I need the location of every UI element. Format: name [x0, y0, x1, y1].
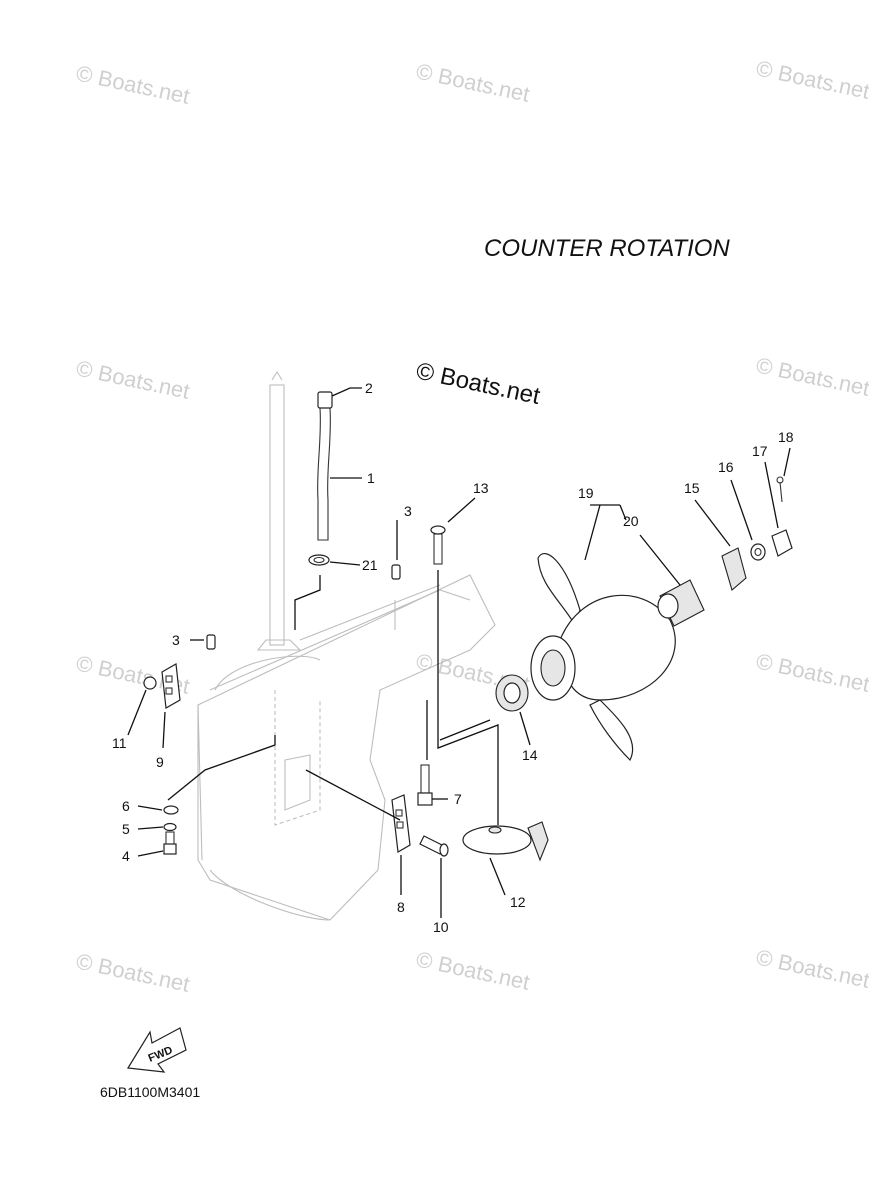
watermark: © Boats.net [74, 60, 192, 108]
callout-10: 10 [433, 919, 449, 935]
watermark: © Boats.net [74, 355, 192, 403]
callout-18: 18 [778, 429, 794, 445]
watermark: © Boats.net [754, 55, 869, 103]
callout-19: 19 [578, 485, 594, 501]
dowel-pin [206, 634, 216, 650]
callout-7: 7 [454, 791, 462, 807]
callout-14: 14 [522, 747, 538, 763]
watermark: © Boats.net [74, 948, 192, 996]
callout-1: 1 [367, 470, 375, 486]
leader-lines [127, 387, 791, 918]
fwd-arrow: FWD [126, 1027, 187, 1073]
spacer-14 [495, 674, 529, 712]
callout-3-left: 3 [172, 632, 180, 648]
watermarks: © Boats.net © Boats.net © Boats.net © Bo… [74, 55, 869, 996]
callout-3: 3 [404, 503, 412, 519]
callout-9: 9 [156, 754, 164, 770]
bolt-assembly-left [163, 805, 179, 855]
diagram-code: 6DB1100M3401 [100, 1084, 200, 1100]
callout-12: 12 [510, 894, 526, 910]
callout-16: 16 [718, 459, 734, 475]
callout-2: 2 [365, 380, 373, 396]
callout-20: 20 [623, 513, 639, 529]
watermark: © Boats.net [754, 648, 869, 696]
callout-15: 15 [684, 480, 700, 496]
drive-shaft [256, 370, 302, 651]
watermark: © Boats.net [754, 352, 869, 400]
plate-left [143, 663, 181, 709]
callouts: 1 2 3 3 4 5 6 7 8 9 10 11 12 13 14 15 16… [112, 380, 794, 935]
callout-21: 21 [362, 557, 378, 573]
plate-8 [391, 794, 411, 853]
watermark: © Boats.net [414, 58, 532, 106]
water-tube [308, 391, 333, 566]
propeller-19 [530, 553, 676, 762]
bolt-10 [419, 835, 449, 857]
dowel-pin [391, 564, 401, 580]
lower-unit-housing [197, 574, 496, 921]
prop-hardware [657, 476, 793, 627]
anode-12 [462, 821, 549, 862]
diagram-title: COUNTER ROTATION [484, 235, 730, 262]
bolt-13 [430, 525, 446, 565]
callout-13: 13 [473, 480, 489, 496]
callout-8: 8 [397, 899, 405, 915]
callout-5: 5 [122, 821, 130, 837]
bolt-7 [417, 764, 433, 806]
callout-4: 4 [122, 848, 130, 864]
callout-17: 17 [752, 443, 768, 459]
watermark: © Boats.net [414, 946, 532, 994]
callout-6: 6 [122, 798, 130, 814]
watermark: © Boats.net [754, 944, 869, 992]
callout-11: 11 [112, 735, 127, 751]
watermark-center: © Boats.net [414, 357, 543, 410]
